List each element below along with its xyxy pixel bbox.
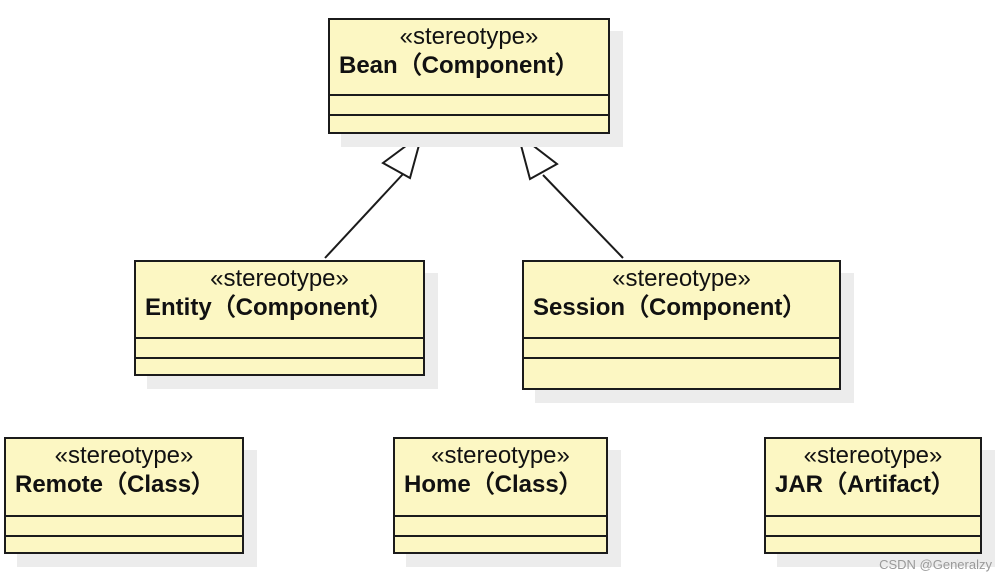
class-box-jar[interactable]: «stereotype» JAR（Artifact） <box>764 437 982 554</box>
operations-compartment <box>136 357 423 359</box>
attributes-compartment <box>395 515 606 517</box>
generalization-arrowhead <box>516 131 559 181</box>
class-box-bean[interactable]: «stereotype» Bean（Component） <box>328 18 610 134</box>
class-box-entity[interactable]: «stereotype» Entity（Component） <box>134 260 425 376</box>
stereotype-label: «stereotype» <box>54 442 194 469</box>
stereotype-label: «stereotype» <box>803 442 943 469</box>
stereotype-label: «stereotype» <box>612 265 751 292</box>
class-name: Remote（Class） <box>15 471 216 498</box>
operations-compartment <box>524 357 839 359</box>
watermark: CSDN @Generalzy <box>879 557 992 572</box>
attributes-compartment <box>6 515 242 517</box>
class-box-remote[interactable]: «stereotype» Remote（Class） <box>4 437 244 554</box>
stereotype-label: «stereotype» <box>399 23 539 50</box>
class-box-home[interactable]: «stereotype» Home（Class） <box>393 437 608 554</box>
class-name: JAR（Artifact） <box>775 471 956 498</box>
stereotype-label: «stereotype» <box>210 265 349 292</box>
stereotype-label: «stereotype» <box>431 442 570 469</box>
class-name: Session（Component） <box>533 294 807 321</box>
attributes-compartment <box>136 337 423 339</box>
attributes-compartment <box>766 515 980 517</box>
attributes-compartment <box>524 337 839 339</box>
generalization-arrowhead <box>381 131 424 180</box>
operations-compartment <box>395 535 606 537</box>
class-box-session[interactable]: «stereotype» Session（Component） <box>522 260 841 390</box>
class-name: Home（Class） <box>404 471 583 498</box>
operations-compartment <box>766 535 980 537</box>
generalization-session-to-bean <box>516 131 624 259</box>
attributes-compartment <box>330 94 608 96</box>
class-name: Entity（Component） <box>145 294 393 321</box>
operations-compartment <box>6 535 242 537</box>
generalization-entity-to-bean <box>324 131 424 259</box>
operations-compartment <box>330 114 608 116</box>
class-name: Bean（Component） <box>339 52 579 79</box>
